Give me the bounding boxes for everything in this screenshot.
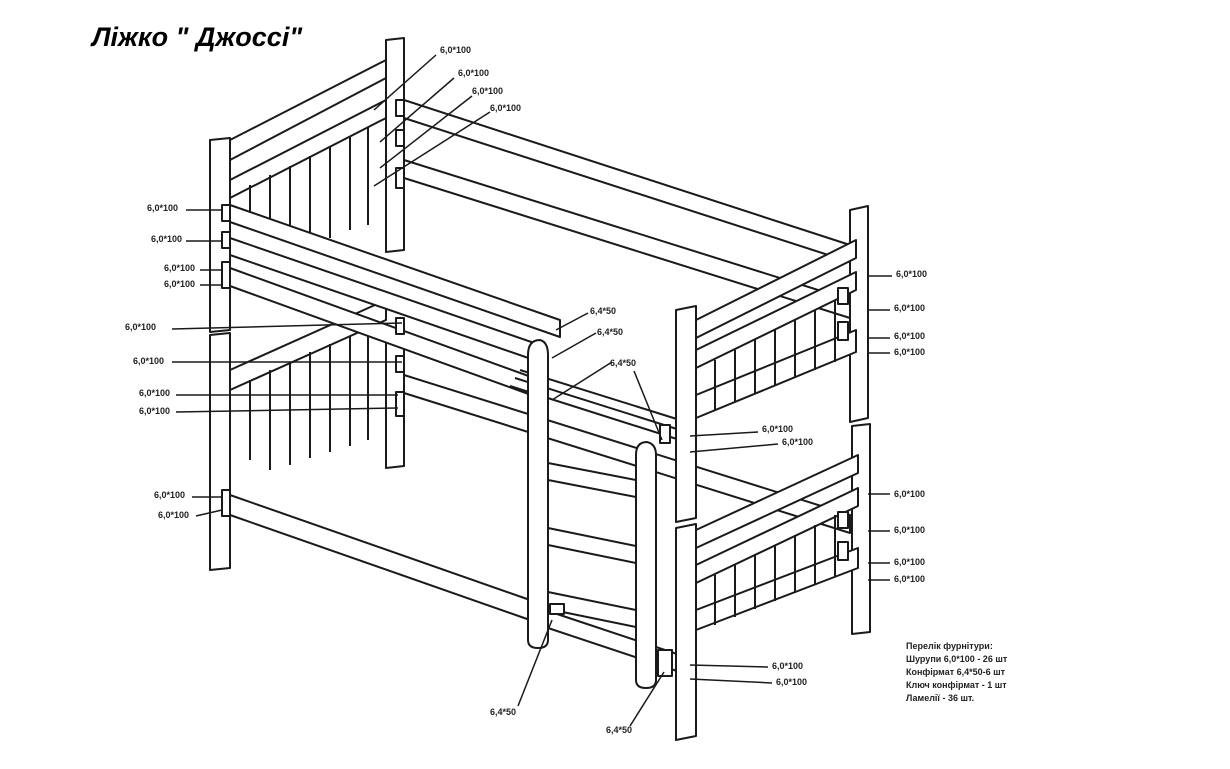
callout-right-7: 6,0*100 xyxy=(894,557,925,567)
callout-right-2: 6,0*100 xyxy=(894,303,925,313)
hardware-item: Ламелії - 36 шт. xyxy=(906,693,975,703)
callout-bottom-1: 6,0*100 xyxy=(772,661,803,671)
hardware-item: Ключ конфірмат - 1 шт xyxy=(906,680,1007,690)
callout-right-6: 6,0*100 xyxy=(894,525,925,535)
back-long-rail-lower xyxy=(403,374,851,534)
screw-brackets xyxy=(221,99,849,677)
callout-top-3: 6,0*100 xyxy=(472,86,503,96)
leader-lines xyxy=(171,54,892,727)
callout-right-4: 6,0*100 xyxy=(894,347,925,357)
front-right-post xyxy=(675,305,697,741)
callout-right-5: 6,0*100 xyxy=(894,489,925,499)
callout-conf-5: 6,4*50 xyxy=(606,725,632,735)
front-lower-rail xyxy=(229,494,681,673)
callout-left-8: 6,0*100 xyxy=(139,406,170,416)
callout-top-2: 6,0*100 xyxy=(458,68,489,78)
callout-top-1: 6,0*100 xyxy=(440,45,471,55)
hardware-heading: Перелік фурнітури: xyxy=(906,641,993,651)
callout-conf-3: 6,4*50 xyxy=(610,358,636,368)
callout-left-1: 6,0*100 xyxy=(147,203,178,213)
callout-conf-2: 6,4*50 xyxy=(597,327,623,337)
callout-conf-4: 6,4*50 xyxy=(490,707,516,717)
hardware-item: Конфірмат 6,4*50-6 шт xyxy=(906,667,1006,677)
callout-left-9: 6,0*100 xyxy=(154,490,185,500)
hardware-item: Шурупи 6,0*100 - 26 шт xyxy=(906,654,1008,664)
ladder xyxy=(527,339,657,689)
callout-mid-1: 6,0*100 xyxy=(762,424,793,434)
callout-right-1: 6,0*100 xyxy=(896,269,927,279)
callout-bottom-2: 6,0*100 xyxy=(776,677,807,687)
callout-conf-1: 6,4*50 xyxy=(590,306,616,316)
callout-right-3: 6,0*100 xyxy=(894,331,925,341)
callout-left-10: 6,0*100 xyxy=(158,510,189,520)
callout-left-2: 6,0*100 xyxy=(151,234,182,244)
callout-top-4: 6,0*100 xyxy=(490,103,521,113)
callout-left-6: 6,0*100 xyxy=(133,356,164,366)
page-title: Ліжко " Джоссі" xyxy=(92,22,303,52)
callout-labels: 6,0*100 6,0*100 6,0*100 6,0*100 6,0*100 … xyxy=(125,45,927,735)
callout-mid-2: 6,0*100 xyxy=(782,437,813,447)
right-upper-headboard xyxy=(695,239,857,419)
hardware-list: Перелік фурнітури: Шурупи 6,0*100 - 26 ш… xyxy=(906,640,1007,705)
callout-left-7: 6,0*100 xyxy=(139,388,170,398)
callout-left-3: 6,0*100 xyxy=(164,263,195,273)
callout-right-8: 6,0*100 xyxy=(894,574,925,584)
callout-left-5: 6,0*100 xyxy=(125,322,156,332)
callout-left-4: 6,0*100 xyxy=(164,279,195,289)
right-lower-headboard xyxy=(695,454,859,631)
